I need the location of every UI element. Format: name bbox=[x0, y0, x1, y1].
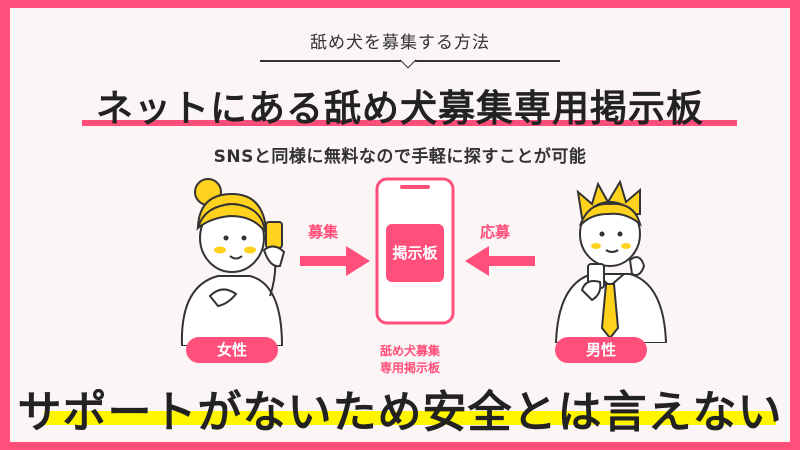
phone-caption-line1: 舐め犬募集 bbox=[379, 344, 440, 358]
man-tag: 男性 bbox=[555, 337, 647, 363]
kicker-notch bbox=[399, 51, 417, 69]
man-illustration bbox=[554, 179, 668, 343]
subtitle: SNSと同様に無料なので手軽に探すことが可能 bbox=[213, 147, 587, 167]
recruit-arrow-label: 募集 bbox=[308, 223, 339, 241]
phone-screen-label: 掲示板 bbox=[386, 224, 444, 282]
bottom-statement: サポートがないため安全とは言えない bbox=[17, 387, 783, 438]
phone-caption: 舐め犬募集 専用掲示板 bbox=[340, 343, 480, 377]
phone-caption-line2: 専用掲示板 bbox=[379, 361, 440, 375]
kicker-text: 舐め犬を募集する方法 bbox=[310, 33, 490, 53]
headline-underline bbox=[82, 120, 737, 126]
apply-arrow-label: 応募 bbox=[480, 223, 511, 241]
right-arrow-icon bbox=[300, 246, 370, 276]
left-arrow-icon bbox=[465, 246, 535, 276]
woman-tag: 女性 bbox=[186, 337, 278, 363]
bottom-highlight bbox=[44, 411, 776, 425]
woman-illustration bbox=[180, 178, 286, 346]
headline: ネットにある舐め犬募集専用掲示板 bbox=[96, 87, 704, 130]
infographic-card: 舐め犬を募集する方法 ネットにある舐め犬募集専用掲示板 SNSと同様に無料なので… bbox=[10, 8, 790, 442]
